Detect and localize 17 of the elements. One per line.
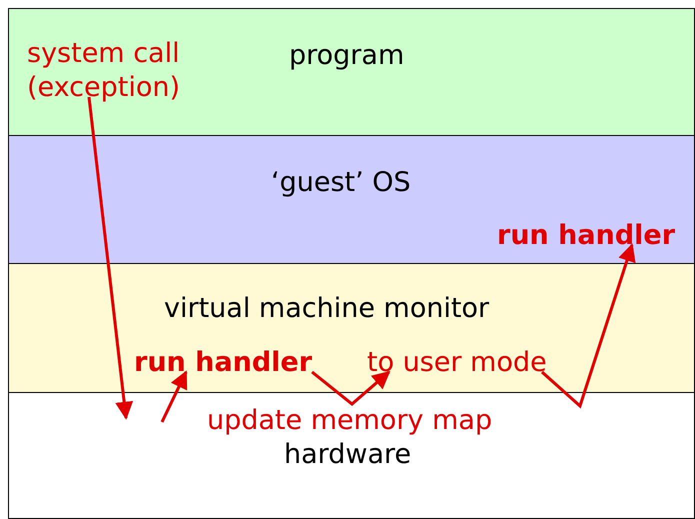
layer-band <box>8 263 695 393</box>
layer-label: hardware <box>284 438 412 472</box>
layer-label: virtual machine monitor <box>164 292 490 326</box>
annotation-text: run handler <box>134 346 312 380</box>
annotation-text: update memory map <box>207 404 492 438</box>
arrow <box>160 370 188 423</box>
layer-band <box>8 392 695 519</box>
arrow <box>88 96 134 420</box>
layer-label: ‘guest’ OS <box>271 166 411 200</box>
annotation-text: run handler <box>497 219 676 253</box>
annotation-text: to user mode <box>367 346 547 380</box>
layer-label: program <box>289 39 404 73</box>
layer-band <box>8 8 695 136</box>
arrow <box>541 243 636 409</box>
arrow <box>311 370 390 406</box>
annotation-text: system call (exception) <box>27 37 217 105</box>
layer-band <box>8 135 695 264</box>
